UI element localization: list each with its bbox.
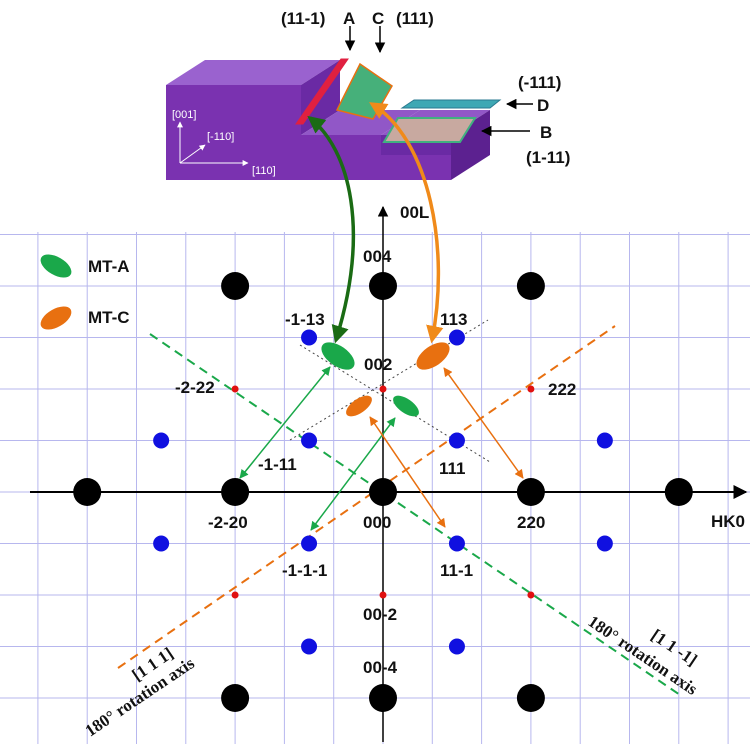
rotation-axis-11-1-caption: [1 1 -1] 180° rotation axis (585, 612, 702, 699)
crystal-axis-y (179, 144, 206, 164)
curved-arrow-green (307, 115, 356, 344)
bragg-spot-red (527, 385, 535, 393)
orange-arrow-2 (369, 416, 446, 528)
reflection-11-1: 11-1 (440, 561, 473, 580)
bragg-spot-black (73, 478, 102, 506)
bragg-spot-black (221, 478, 250, 506)
bragg-spot-blue (448, 329, 465, 346)
crystal-axis-y-label: [-110] (207, 131, 234, 143)
bragg-spot-black (516, 684, 545, 712)
crystal-block: [001] [-110] [110] (166, 58, 502, 180)
label-c-index: (111) (396, 9, 434, 28)
mt-c-spot-upper (416, 342, 450, 370)
crystal-axis-z-label: [001] (172, 109, 196, 121)
reflection-00-4: 00-4 (363, 658, 398, 677)
legend-mt-a-label: MT-A (88, 257, 130, 276)
bragg-spot-blue (448, 535, 465, 552)
reflection--1-13: -1-13 (285, 310, 325, 329)
reflection-004: 004 (363, 247, 392, 266)
reflection-002: 002 (364, 355, 392, 374)
bragg-spot-black (221, 272, 250, 300)
red-spots (231, 385, 535, 599)
mt-a-spot-upper (321, 342, 355, 370)
legend: MT-A MT-C (40, 254, 130, 330)
bragg-spot-red (231, 591, 239, 599)
plane-d (400, 99, 502, 109)
blue-spots (153, 329, 613, 655)
bragg-spot-blue (153, 535, 170, 552)
bragg-spot-blue (301, 638, 318, 655)
legend-mt-c-swatch (40, 306, 72, 330)
bragg-spot-blue (596, 432, 613, 449)
bragg-spot-blue (301, 329, 318, 346)
orange-arrow-1 (443, 367, 524, 479)
green-arrow-1 (239, 366, 331, 479)
reflection-220: 220 (517, 513, 545, 532)
reflection--1-1-1: -1-1-1 (282, 561, 327, 580)
label-a-index: (11-1) (281, 9, 325, 28)
dotted-line-a (289, 319, 489, 441)
label-b-index: (1-11) (526, 148, 570, 167)
bragg-spot-black (516, 478, 545, 506)
label-a-letter: A (343, 9, 355, 28)
reflection--2-22: -2-22 (175, 378, 215, 397)
reflection-00-2: 00-2 (363, 605, 397, 624)
label-b-letter: B (540, 123, 552, 142)
mt-c-spot-lower (346, 395, 372, 417)
plane-a (295, 58, 349, 125)
reflection--1-11: -1-11 (258, 455, 297, 474)
bragg-spot-blue (301, 432, 318, 449)
block-right-side (451, 110, 490, 180)
bragg-spot-black (664, 478, 693, 506)
bragg-spot-red (379, 591, 387, 599)
reflection--2-20: -2-20 (208, 513, 248, 532)
bragg-spot-blue (596, 535, 613, 552)
mt-a-spot-lower (393, 395, 419, 417)
bragg-spot-blue (153, 432, 170, 449)
rotation-axis-111-caption: [1 1 1] 180° rotation axis (82, 644, 199, 741)
bragg-spot-black (221, 684, 250, 712)
label-c-letter: C (372, 9, 384, 28)
label-d-letter: D (537, 96, 549, 115)
axis-label-00l: 00L (400, 203, 429, 222)
bragg-spot-black (369, 272, 397, 300)
reflection-222: 222 (548, 380, 576, 399)
bragg-spot-black (516, 272, 545, 300)
axis-label-hk0: HK0 (711, 512, 745, 531)
bragg-spot-black (369, 684, 397, 712)
bragg-spot-black (369, 478, 397, 506)
legend-mt-c-label: MT-C (88, 308, 130, 327)
legend-mt-a-swatch (40, 254, 72, 278)
bragg-spot-red (379, 385, 387, 393)
bragg-spot-red (527, 591, 535, 599)
bragg-spot-blue (448, 638, 465, 655)
bragg-spot-blue (301, 535, 318, 552)
reflection-000: 000 (363, 513, 391, 532)
crystal-axis-x-label: [110] (252, 165, 276, 177)
block-top-back (166, 60, 340, 85)
reflection-111: 111 (439, 459, 466, 478)
bragg-spot-blue (448, 432, 465, 449)
reflection-113: 113 (440, 310, 467, 329)
label-d-index: (-111) (518, 73, 561, 92)
bragg-spot-red (231, 385, 239, 393)
curved-arrow-orange (369, 102, 444, 344)
